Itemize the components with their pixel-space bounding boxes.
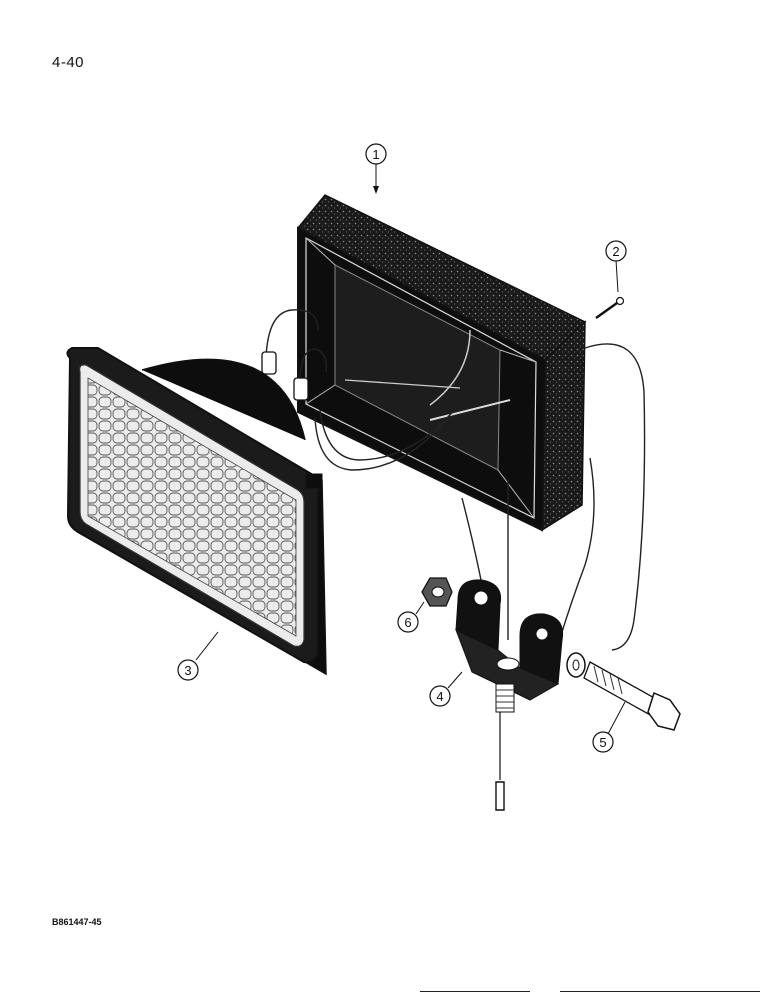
mounting-screw [595, 296, 625, 320]
callout-2: 2 [605, 240, 627, 262]
callout-6: 6 [397, 611, 419, 633]
lamp-housing [296, 194, 587, 532]
callout-leaders [195, 164, 626, 735]
wiring-harness [261, 309, 646, 811]
figure-code: B861447-45 [52, 917, 102, 927]
mounting-bracket [455, 579, 564, 713]
callout-3: 3 [177, 659, 199, 681]
bracket-nut [421, 577, 453, 607]
page-number: 4-40 [52, 54, 85, 71]
bottom-rule-left [420, 991, 530, 992]
bracket-bolt [566, 652, 681, 731]
callout-number: 2 [612, 244, 619, 259]
bottom-rule-right [560, 991, 760, 992]
callout-number: 1 [372, 147, 379, 162]
callout-number: 6 [404, 615, 411, 630]
callout-number: 3 [184, 663, 191, 678]
callout-1: 1 [365, 143, 387, 165]
callout-5: 5 [592, 731, 614, 753]
callout-number: 5 [599, 735, 606, 750]
callout-number: 4 [436, 689, 443, 704]
lamp-lens-assembly [66, 347, 327, 676]
callout-4: 4 [429, 685, 451, 707]
